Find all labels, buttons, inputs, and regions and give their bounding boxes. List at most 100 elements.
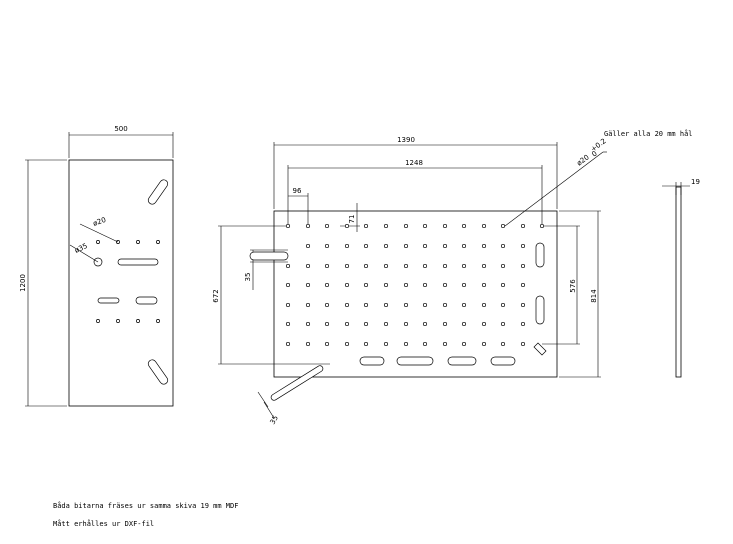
left-width-label: 500 bbox=[114, 125, 127, 133]
grid-hole bbox=[324, 243, 330, 249]
grid-hole bbox=[500, 321, 506, 327]
grid-hole bbox=[285, 302, 291, 308]
grid-hole bbox=[344, 341, 350, 347]
main-right-height-label: 576 bbox=[569, 279, 577, 293]
grid-hole bbox=[403, 341, 409, 347]
grid-hole bbox=[285, 321, 291, 327]
grid-hole bbox=[422, 341, 428, 347]
grid-hole bbox=[461, 341, 467, 347]
grid-hole bbox=[520, 223, 526, 229]
note-line-1: Båda bitarna fräses ur samma skiva 19 mm… bbox=[53, 502, 239, 510]
left-height-label: 1200 bbox=[19, 274, 27, 292]
grid-hole bbox=[383, 223, 389, 229]
left-holes bbox=[93, 240, 160, 323]
grid-hole bbox=[363, 282, 369, 288]
grid-hole bbox=[422, 282, 428, 288]
main-hole-tol-lower: 0 bbox=[590, 150, 598, 159]
grid-hole bbox=[344, 302, 350, 308]
grid-hole bbox=[481, 243, 487, 249]
grid-hole bbox=[422, 302, 428, 308]
main-angled-slot-label: 35 bbox=[269, 414, 280, 426]
grid-hole bbox=[481, 321, 487, 327]
grid-hole bbox=[403, 302, 409, 308]
left-plate: 500 1200 ø20 ø35 bbox=[19, 125, 174, 407]
grid-hole bbox=[442, 223, 448, 229]
grid-hole bbox=[363, 223, 369, 229]
grid-hole bbox=[442, 321, 448, 327]
grid-hole bbox=[363, 302, 369, 308]
grid-hole bbox=[363, 321, 369, 327]
grid-hole bbox=[481, 302, 487, 308]
grid-hole bbox=[305, 341, 311, 347]
main-offset-label: 71 bbox=[348, 215, 356, 224]
grid-hole bbox=[442, 263, 448, 269]
grid-hole bbox=[324, 321, 330, 327]
grid-hole bbox=[383, 341, 389, 347]
grid-hole bbox=[461, 321, 467, 327]
grid-hole bbox=[500, 302, 506, 308]
grid-hole bbox=[383, 302, 389, 308]
grid-hole bbox=[344, 282, 350, 288]
grid-hole bbox=[500, 263, 506, 269]
grid-hole bbox=[461, 302, 467, 308]
grid-hole bbox=[500, 223, 506, 229]
grid-hole bbox=[422, 321, 428, 327]
grid-hole bbox=[500, 282, 506, 288]
grid-hole bbox=[285, 341, 291, 347]
grid-hole bbox=[285, 263, 291, 269]
grid-hole bbox=[520, 243, 526, 249]
main-pitch-label: 96 bbox=[293, 187, 302, 195]
grid-hole bbox=[422, 263, 428, 269]
hole-note: Gäller alla 20 mm hål bbox=[604, 130, 693, 138]
main-hole-dia-label: ø20 bbox=[575, 153, 590, 167]
grid-hole bbox=[461, 243, 467, 249]
grid-hole bbox=[422, 223, 428, 229]
grid-hole bbox=[305, 263, 311, 269]
grid-hole bbox=[305, 302, 311, 308]
grid-hole bbox=[481, 341, 487, 347]
grid-hole bbox=[520, 341, 526, 347]
grid-hole bbox=[324, 263, 330, 269]
grid-hole bbox=[500, 341, 506, 347]
grid-hole bbox=[539, 223, 545, 229]
grid-hole bbox=[442, 302, 448, 308]
grid-hole bbox=[403, 223, 409, 229]
grid-hole bbox=[344, 223, 350, 229]
grid-hole bbox=[461, 263, 467, 269]
grid-hole bbox=[403, 243, 409, 249]
grid-hole bbox=[285, 223, 291, 229]
grid-hole bbox=[363, 341, 369, 347]
grid-hole bbox=[481, 223, 487, 229]
main-slot-label: 35 bbox=[244, 273, 252, 282]
grid-hole bbox=[520, 302, 526, 308]
left-hole-large-label: ø35 bbox=[73, 242, 88, 255]
main-inner-width-label: 1248 bbox=[405, 159, 423, 167]
grid-hole bbox=[500, 243, 506, 249]
grid-hole bbox=[324, 302, 330, 308]
grid-hole bbox=[481, 282, 487, 288]
note-line-2: Mått erhålles ur DXF-fil bbox=[53, 520, 155, 528]
grid-hole bbox=[285, 282, 291, 288]
grid-hole bbox=[520, 321, 526, 327]
grid-hole bbox=[305, 282, 311, 288]
grid-hole bbox=[403, 282, 409, 288]
grid-hole bbox=[442, 282, 448, 288]
grid-hole bbox=[403, 263, 409, 269]
grid-hole bbox=[305, 243, 311, 249]
grid-hole bbox=[383, 321, 389, 327]
grid-hole bbox=[324, 223, 330, 229]
grid-hole bbox=[383, 243, 389, 249]
grid-hole bbox=[442, 341, 448, 347]
grid-hole bbox=[481, 263, 487, 269]
main-hole-grid bbox=[285, 223, 545, 347]
grid-hole bbox=[461, 223, 467, 229]
grid-hole bbox=[403, 321, 409, 327]
main-overall-height-label: 814 bbox=[590, 289, 598, 303]
grid-hole bbox=[363, 263, 369, 269]
grid-hole bbox=[344, 243, 350, 249]
grid-hole bbox=[383, 282, 389, 288]
grid-hole bbox=[324, 341, 330, 347]
left-hole-small-label: ø20 bbox=[92, 216, 107, 228]
grid-hole bbox=[520, 263, 526, 269]
